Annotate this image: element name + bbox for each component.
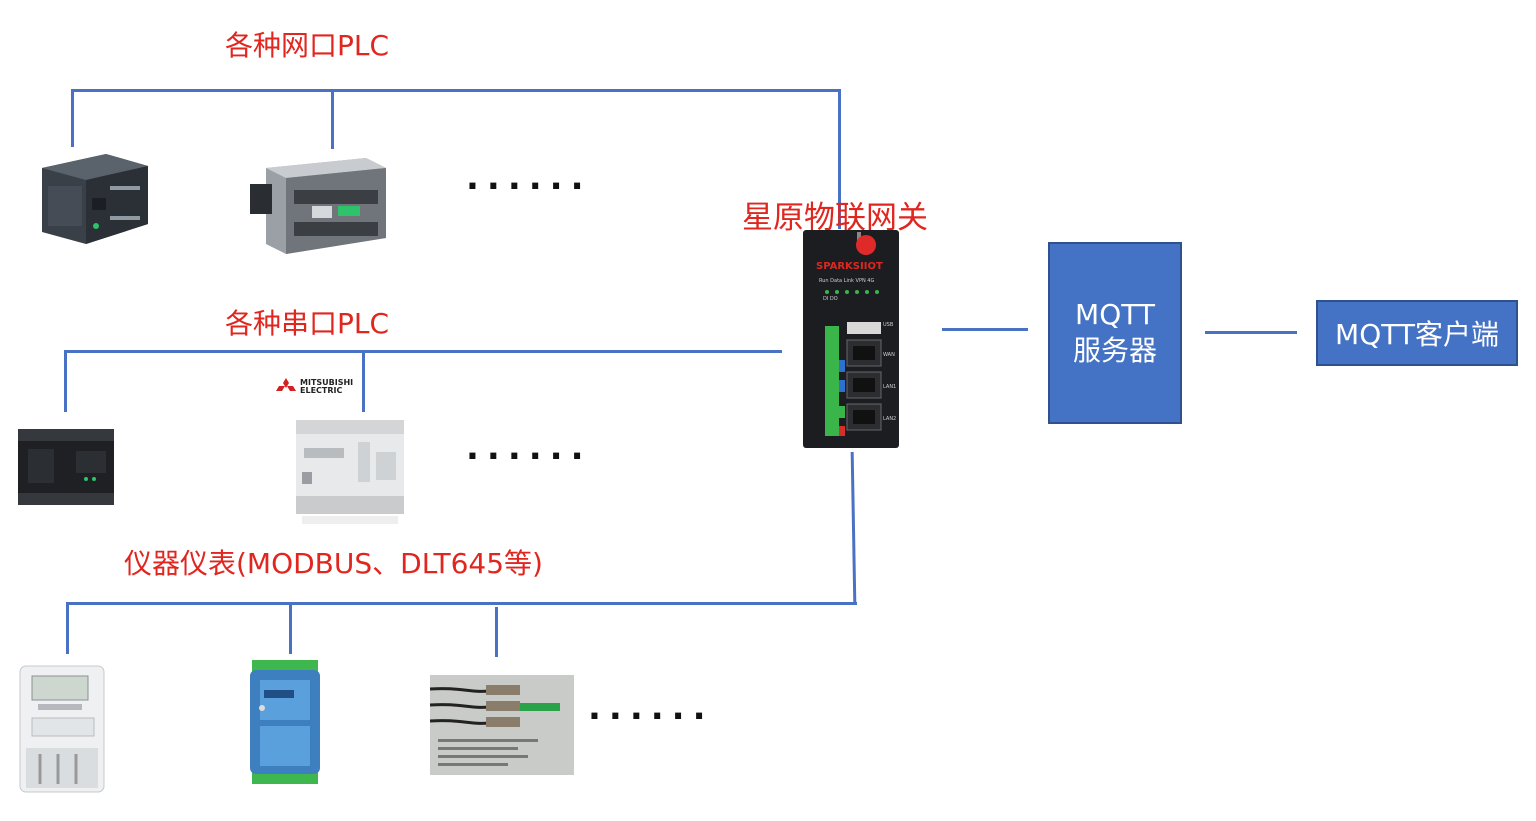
ethernet-drop-2 [331, 89, 334, 149]
gateway-server-link [942, 328, 1028, 331]
mqtt-server-line1: MQTT [1075, 298, 1155, 331]
gateway-io-labels: DI DO [823, 296, 838, 302]
serial-more-dots: ...... [466, 428, 592, 468]
meter-gateway-link [850, 451, 857, 606]
mqtt-server-box: MQTT 服务器 [1048, 242, 1182, 424]
ethernet-plc-1-image [36, 146, 152, 256]
serial-plc-1-image [16, 421, 116, 511]
gateway-port-usb: USB [883, 322, 894, 328]
gateway-port-lan2: LAN2 [883, 416, 897, 422]
mitsubishi-line1: MITSUBISHI [300, 378, 354, 387]
meter-drop-2 [289, 602, 292, 654]
meter-drop-1 [66, 602, 69, 654]
sensor-probes-image [429, 675, 574, 779]
io-module-image [248, 656, 322, 792]
gateway-port-lan1: LAN1 [883, 384, 897, 390]
mitsubishi-logo: MITSUBISHI ELECTRIC [275, 378, 353, 396]
ethernet-drop-1 [71, 89, 74, 147]
ethernet-gateway-link [838, 89, 841, 229]
ethernet-bus-line [71, 89, 841, 92]
gateway-device: SPARKSIIOT Run Data Link VPN 4G DI DO US… [803, 230, 899, 448]
gateway-port-wan: WAN [883, 352, 895, 358]
mqtt-client-box: MQTT客户端 [1316, 300, 1518, 366]
meter-bus-line [66, 602, 857, 605]
gateway-indicator-labels: Run Data Link VPN 4G [819, 278, 875, 284]
meters-label: 仪器仪表(MODBUS、DLT645等) [124, 547, 543, 580]
serial-drop-2 [362, 350, 365, 412]
serial-plc-label: 各种串口PLC [225, 307, 390, 340]
serial-drop-1 [64, 350, 67, 412]
mitsubishi-line2: ELECTRIC [300, 386, 343, 395]
gateway-brand: SPARKSIIOT [816, 261, 883, 272]
meter-drop-3 [495, 607, 498, 657]
ethernet-plc-label: 各种网口PLC [225, 29, 390, 62]
meters-more-dots: ...... [588, 688, 714, 728]
ethernet-more-dots: ...... [466, 158, 592, 198]
mqtt-client-label: MQTT客户端 [1335, 318, 1499, 351]
serial-plc-2-image [292, 412, 410, 530]
energy-meter-image [18, 664, 108, 800]
serial-bus-line [64, 350, 782, 353]
server-client-link [1205, 331, 1297, 334]
mqtt-server-line2: 服务器 [1072, 334, 1157, 367]
ethernet-plc-2-image [246, 150, 388, 266]
